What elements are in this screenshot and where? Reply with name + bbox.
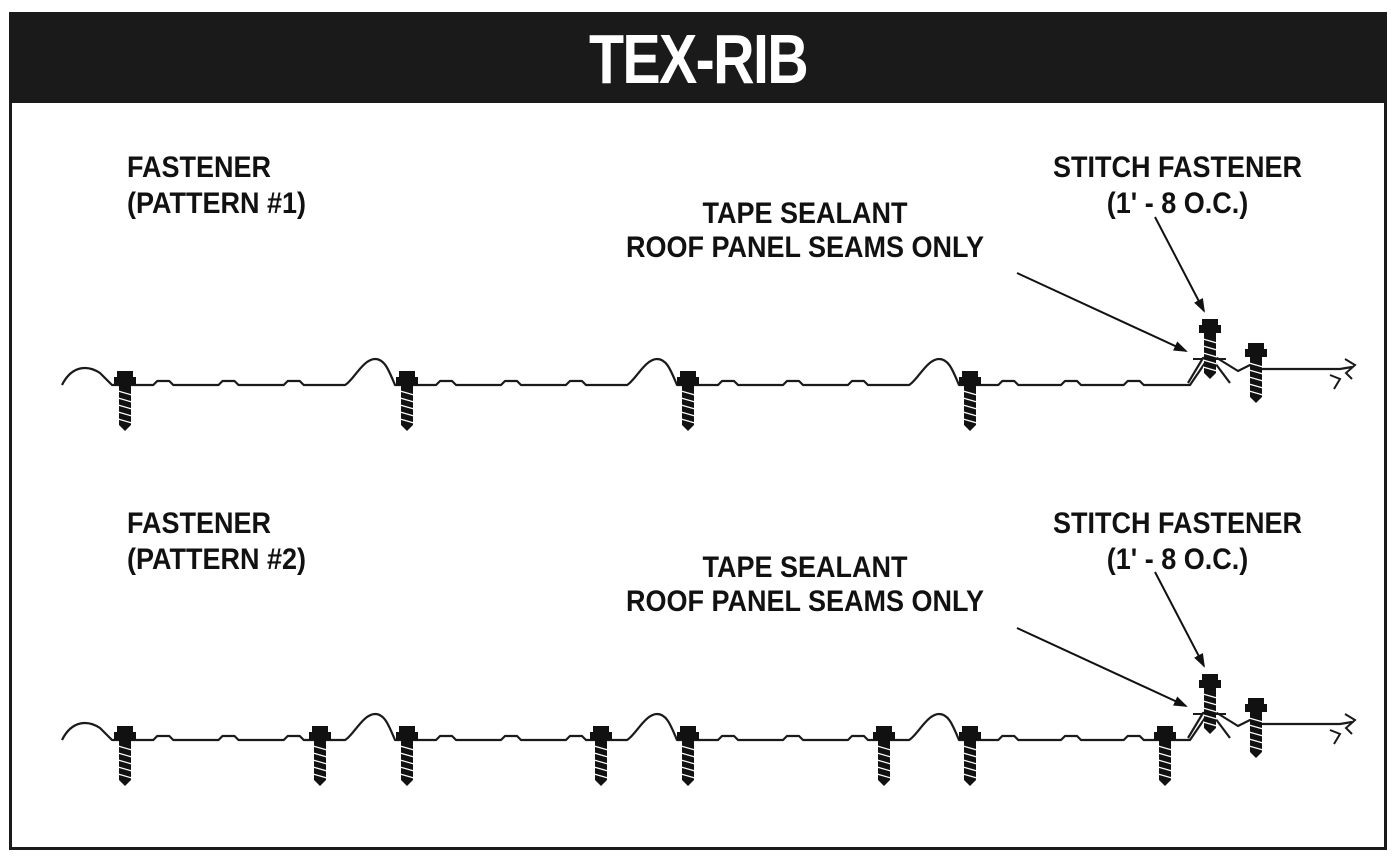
stitch-leader-arrow-row-2 bbox=[1154, 571, 1205, 668]
break-mark-row-1 bbox=[1344, 358, 1357, 380]
title-bar: TEX-RIB bbox=[12, 15, 1384, 103]
sealant-leader-arrow-row-1 bbox=[1016, 272, 1188, 352]
stitch-leader-arrow-row-1 bbox=[1154, 216, 1205, 313]
panel-fastener-row-1-2 bbox=[396, 371, 418, 431]
pattern-2-stitch-label-line2: (1' - 8 O.C.) bbox=[1106, 543, 1249, 576]
pattern-1-sealant-label-line2: ROOF PANEL SEAMS ONLY bbox=[625, 231, 985, 264]
leader-arrows bbox=[1016, 216, 1205, 707]
panel-profile-row-1 bbox=[61, 357, 1231, 387]
stitch-fastener-row-2 bbox=[1199, 674, 1221, 734]
pattern-1-sealant-label-line1: TAPE SEALANT bbox=[702, 197, 908, 230]
diagram-title: TEX-RIB bbox=[588, 20, 809, 98]
pattern-2-fastener-label-line2: (PATTERN #2) bbox=[127, 543, 307, 576]
diagram-frame: TEX-RIB bbox=[9, 12, 1387, 850]
break-mark-row-2 bbox=[1344, 713, 1357, 735]
panel-fastener-row-2-8 bbox=[1154, 726, 1176, 786]
pattern-1-stitch-label-line1: STITCH FASTENER bbox=[1052, 151, 1303, 184]
break-mark-lower-row-1 bbox=[1329, 374, 1342, 390]
panel-fastener-row-2-3 bbox=[677, 726, 699, 786]
panel-fastener-row-1-3 bbox=[677, 371, 699, 431]
pattern-1-stitch-label-line2: (1' - 8 O.C.) bbox=[1106, 187, 1249, 220]
panel-fastener-row-2-1 bbox=[114, 726, 136, 786]
break-mark-lower-row-2 bbox=[1329, 729, 1342, 745]
panel-fastener-row-2-4 bbox=[959, 726, 981, 786]
pattern-2-sealant-label-line2: ROOF PANEL SEAMS ONLY bbox=[625, 585, 985, 618]
fasteners-group bbox=[114, 319, 1267, 786]
pattern-1-fastener-label-line2: (PATTERN #1) bbox=[127, 187, 307, 220]
pattern-2-fastener-label-line1: FASTENER bbox=[127, 507, 272, 540]
stitch-fastener-row-1 bbox=[1199, 319, 1221, 379]
panel-fastener-row-1-1 bbox=[114, 371, 136, 431]
panel-fastener-row-2-2 bbox=[396, 726, 418, 786]
pattern-2-sealant-label-line1: TAPE SEALANT bbox=[702, 551, 908, 584]
pattern-2-stitch-label-line1: STITCH FASTENER bbox=[1052, 507, 1303, 540]
panel-profile-row-2 bbox=[61, 712, 1231, 742]
pattern-1-fastener-label-line1: FASTENER bbox=[127, 151, 272, 184]
panel-fastener-row-2-6 bbox=[590, 726, 612, 786]
sealant-leader-arrow-row-2 bbox=[1016, 627, 1188, 707]
panel-fastener-row-1-4 bbox=[959, 371, 981, 431]
adjacent-panel-fastener-row-1 bbox=[1245, 343, 1267, 403]
panel-profiles bbox=[61, 356, 1357, 745]
panel-fastener-row-2-5 bbox=[309, 726, 331, 786]
adjacent-panel-fastener-row-2 bbox=[1245, 698, 1267, 758]
panel-fastener-row-2-7 bbox=[873, 726, 895, 786]
